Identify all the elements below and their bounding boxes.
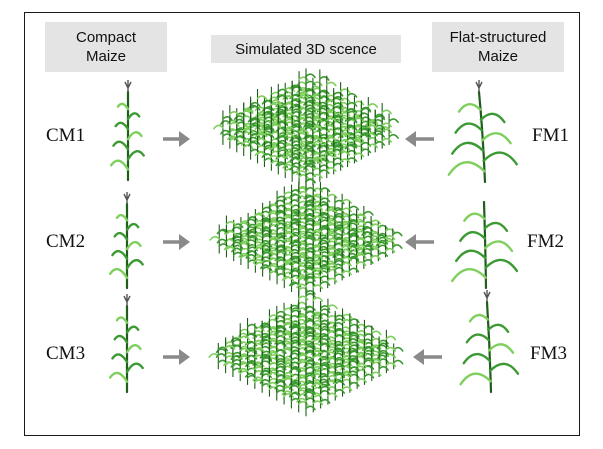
header-flat-line2: Maize — [477, 48, 518, 65]
plant-cm3 — [108, 294, 144, 394]
plant-fm1 — [447, 80, 518, 184]
scene-3 — [208, 287, 404, 417]
plant-cm2 — [108, 192, 144, 290]
label-fm3: FM3 — [530, 343, 567, 364]
header-scene-text: Simulated 3D scence — [235, 40, 377, 58]
header-simulated-scene: Simulated 3D scence — [211, 35, 401, 63]
plant-fm2 — [450, 200, 519, 290]
arrow-right-icon — [163, 131, 190, 147]
header-compact-line2: Maize — [85, 48, 126, 65]
header-compact-line1: Compact — [75, 29, 137, 46]
scene-2 — [209, 173, 403, 300]
figure-frame — [24, 12, 580, 436]
plant-group — [108, 80, 520, 394]
scene-1 — [213, 68, 399, 190]
label-cm1: CM1 — [46, 125, 86, 146]
plant-fm3 — [459, 290, 520, 394]
arrow-right-icon — [163, 349, 190, 365]
arrow-left-icon — [405, 131, 434, 147]
header-flat-maize: Flat-structured Maize — [432, 22, 564, 72]
arrow-left-icon — [405, 234, 434, 250]
label-fm2: FM2 — [527, 231, 564, 252]
header-compact-maize: Compact Maize — [45, 22, 167, 72]
label-fm1: FM1 — [532, 125, 569, 146]
arrow-right-icon — [163, 234, 190, 250]
plant-cm1 — [109, 80, 145, 182]
label-cm2: CM2 — [46, 231, 86, 252]
scene-group — [208, 68, 404, 417]
arrow-left-icon — [413, 349, 442, 365]
label-cm3: CM3 — [46, 343, 86, 364]
header-flat-line1: Flat-structured — [449, 29, 547, 46]
arrow-group — [163, 131, 442, 365]
